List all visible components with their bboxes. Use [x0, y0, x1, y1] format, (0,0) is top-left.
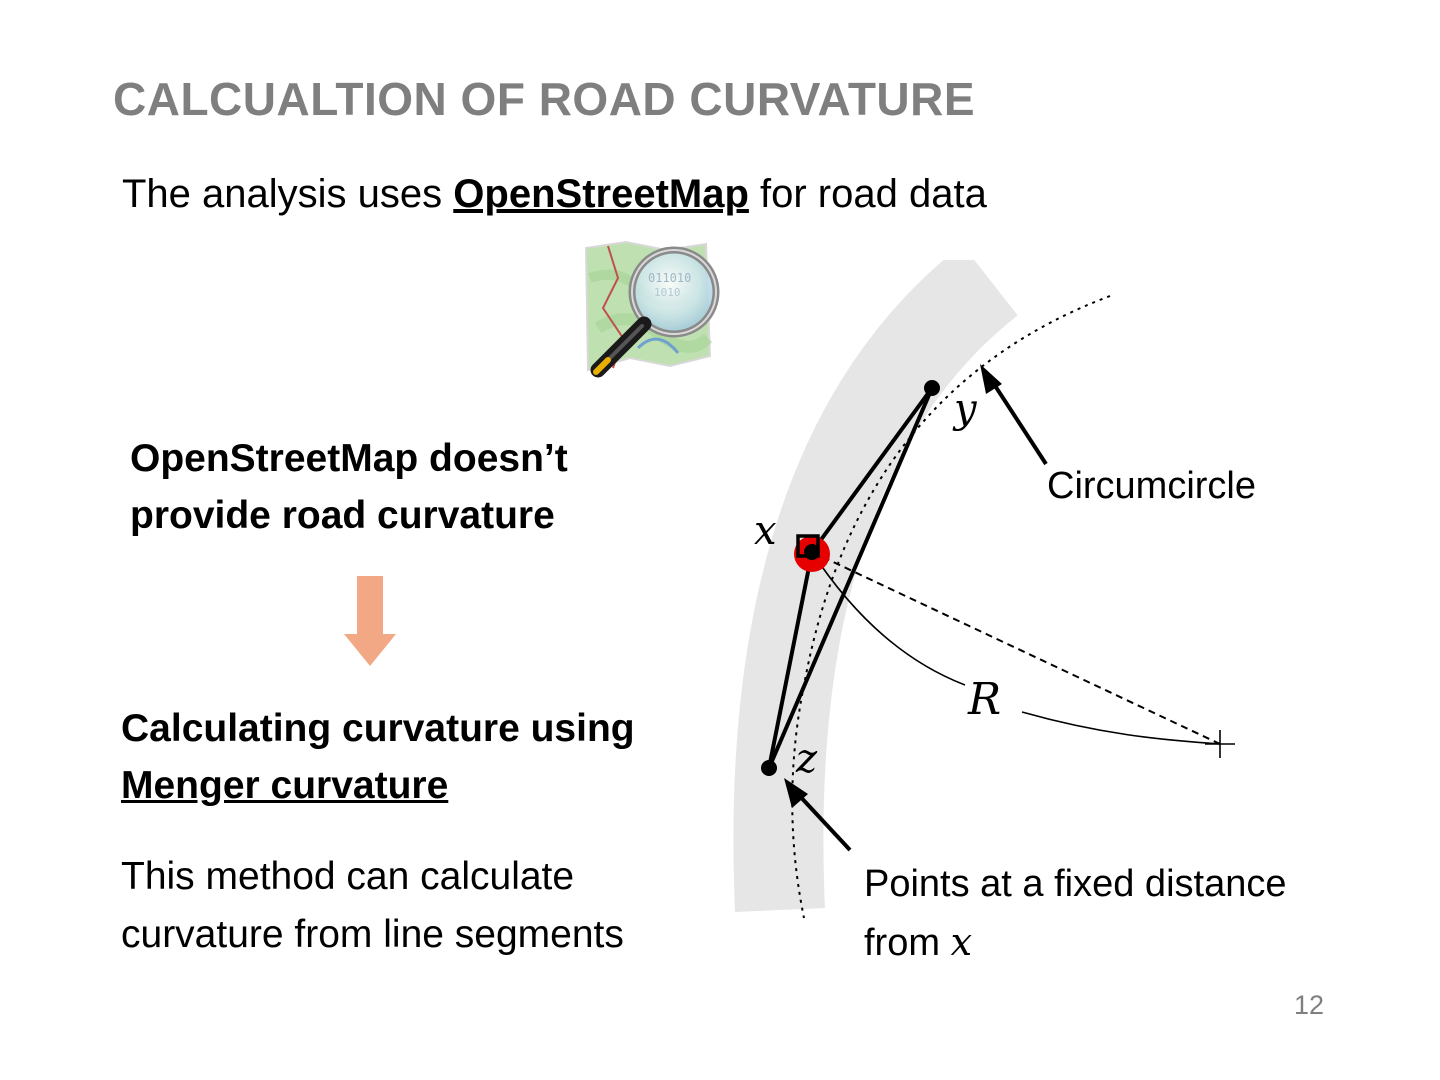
slide-title: CALCUALTION OF ROAD CURVATURE [113, 73, 976, 125]
intro-after: for road data [748, 172, 987, 216]
segment-yz [767, 387, 934, 769]
no-curvature-line2: provide road curvature [130, 494, 555, 537]
openstreetmap-logo: 011010 1010 [584, 240, 720, 378]
point-x-dot [804, 544, 820, 560]
svg-text:011010: 011010 [648, 271, 691, 285]
method-text: This method can calculate curvature from… [121, 848, 624, 964]
circumcircle-pointer-head [980, 364, 1002, 394]
openstreetmap-link[interactable]: OpenStreetMap [453, 172, 749, 216]
no-curvature-line1: OpenStreetMap doesn’t [130, 437, 568, 480]
label-z: z [795, 736, 818, 782]
point-y-dot [924, 380, 940, 396]
points-pointer-head [784, 778, 808, 808]
page-number: 12 [1294, 990, 1325, 1020]
segment-xz [767, 551, 814, 769]
points-label-prefix: from [864, 922, 951, 964]
no-curvature-text: OpenStreetMap doesn’t provide road curva… [130, 430, 568, 544]
points-pointer-line [794, 790, 852, 852]
intro-before: The analysis uses [122, 172, 454, 216]
circumcircle-label: Circumcircle [1047, 465, 1256, 507]
radius-arc-end [1021, 711, 1221, 745]
intro-text: The analysis uses OpenStreetMap for road… [122, 172, 987, 217]
point-z-dot [761, 760, 777, 776]
points-label-line2: from x [864, 913, 1286, 972]
circumcircle-pointer-line [988, 376, 1048, 466]
label-r: R [967, 674, 1001, 725]
menger-text: Calculating curvature using Menger curva… [121, 700, 635, 814]
radius-line [811, 551, 1221, 745]
arrow-down-icon [344, 576, 396, 666]
menger-line1: Calculating curvature using [121, 707, 635, 750]
svg-text:1010: 1010 [654, 286, 681, 299]
radius-arc [811, 551, 966, 686]
road-band [733, 260, 1019, 912]
label-y: y [952, 386, 978, 432]
menger-curvature-link[interactable]: Menger curvature [121, 764, 449, 807]
label-x: x [754, 508, 777, 554]
points-label: Points at a fixed distance from x [864, 855, 1286, 972]
segment-xy [810, 386, 934, 554]
curvature-diagram: x y z R [733, 260, 1235, 919]
points-label-line1: Points at a fixed distance [864, 863, 1287, 905]
method-line2: curvature from line segments [121, 913, 624, 956]
points-label-var: x [950, 920, 972, 964]
method-line1: This method can calculate [121, 855, 575, 898]
